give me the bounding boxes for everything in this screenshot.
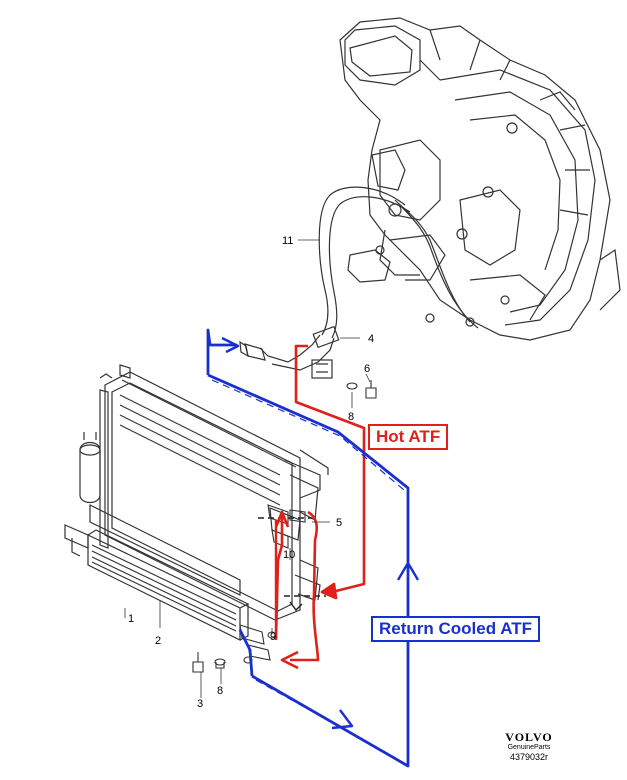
transmission-oil-lines <box>239 186 479 379</box>
part-number-8-upper: 8 <box>348 411 354 423</box>
lower-fasteners <box>192 652 226 673</box>
volvo-logo: VOLVO <box>505 730 553 744</box>
hot-atf-path <box>274 344 366 670</box>
transmission-housing <box>339 17 621 341</box>
part-number-9: 9 <box>270 631 276 643</box>
part-number-11: 11 <box>282 235 293 247</box>
receiver-drier <box>79 432 101 504</box>
volvo-brand-block: VOLVO GenuineParts 4379032r <box>494 730 564 762</box>
return-cooled-atf-label: Return Cooled ATF <box>371 616 540 642</box>
part-number-2: 2 <box>155 635 161 647</box>
diagram-code: 4379032r <box>509 752 549 762</box>
return-line-dashes <box>211 379 405 764</box>
mounting-bracket <box>258 517 326 612</box>
part-number-8-lower: 8 <box>217 685 223 697</box>
hot-atf-label: Hot ATF <box>368 424 449 450</box>
genuine-parts-text: GenuineParts <box>507 744 551 751</box>
radiator-condenser <box>89 364 329 621</box>
part-number-4: 4 <box>368 333 374 345</box>
bracket-fasteners <box>346 380 377 399</box>
part-numbers: 11 4 6 8 5 10 9 1 2 8 3 <box>128 235 374 710</box>
return-cooled-atf-path <box>206 328 420 768</box>
leader-lines <box>124 239 371 698</box>
part-number-5: 5 <box>336 517 342 529</box>
atf-cooler <box>64 524 250 641</box>
part-number-6: 6 <box>364 363 370 375</box>
part-number-10: 10 <box>283 549 295 561</box>
part-number-1: 1 <box>128 613 134 625</box>
part-number-3: 3 <box>197 698 203 710</box>
